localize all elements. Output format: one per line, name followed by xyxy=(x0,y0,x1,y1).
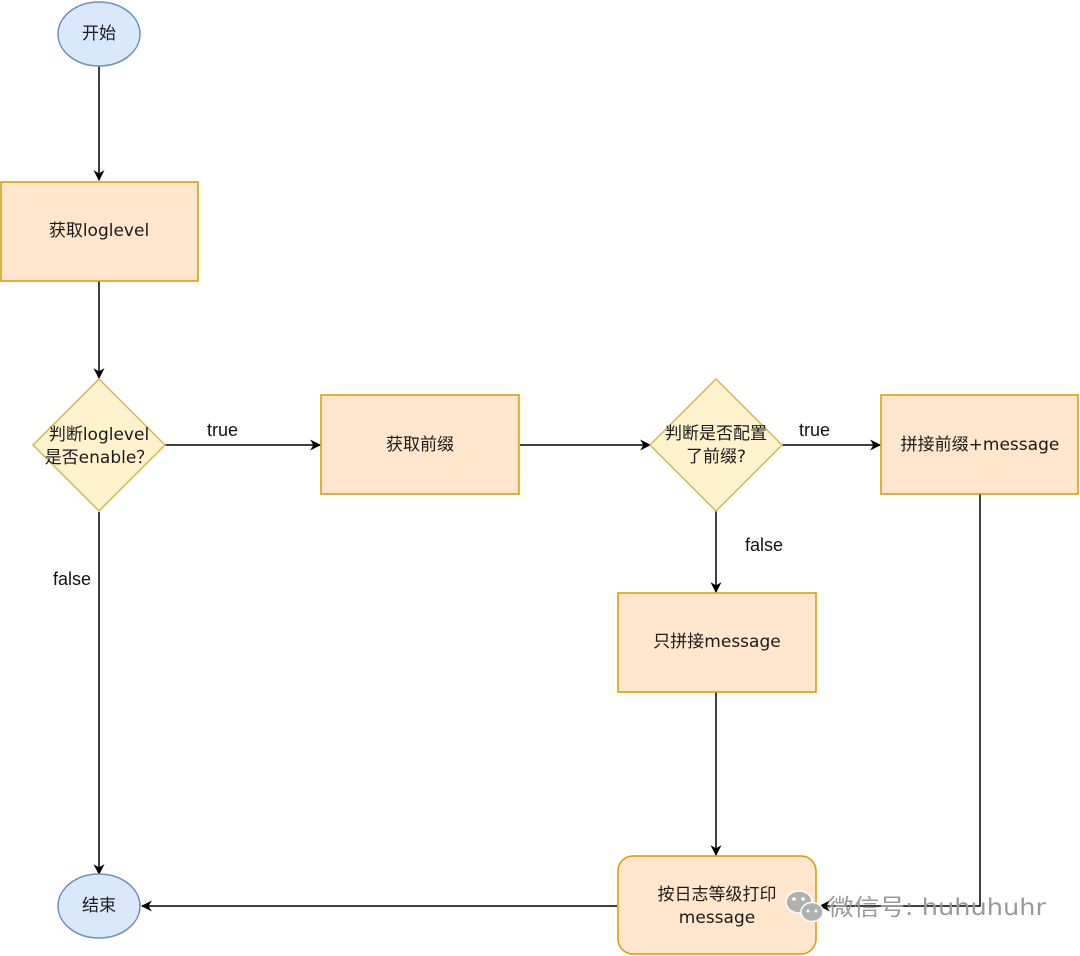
wechat-icon-eyes xyxy=(792,897,818,913)
check-enable-label-line1: 判断loglevel xyxy=(49,425,149,445)
check-prefix-label-line1: 判断是否配置 xyxy=(665,424,767,444)
check-enable-diamond xyxy=(31,377,167,513)
wechat-icon xyxy=(785,890,824,923)
join-prefix-message-box xyxy=(880,394,1079,495)
node-join-prefix-message: 拼接前缀+message xyxy=(880,394,1079,495)
get-loglevel-label: 获取loglevel xyxy=(49,221,149,241)
get-loglevel-box xyxy=(0,181,199,282)
join-prefix-message-label: 拼接前缀+message xyxy=(901,435,1060,455)
watermark: 微信号: huhuhuhr xyxy=(785,890,1047,923)
get-prefix-box xyxy=(320,394,520,495)
edge-label-prefix-true: true xyxy=(799,420,830,440)
edges xyxy=(93,66,981,912)
join-message-only-box xyxy=(617,592,817,693)
node-check-prefix: 判断是否配置 了前缀? xyxy=(648,377,784,513)
node-start: 开始 xyxy=(57,1,141,67)
get-prefix-label: 获取前缀 xyxy=(386,435,454,455)
print-by-level-label-line1: 按日志等级打印 xyxy=(658,885,777,905)
check-enable-label-line2: 是否enable？ xyxy=(45,448,154,468)
edge-label-enable-true: true xyxy=(207,420,238,440)
edge-join-prefix-to-print xyxy=(818,494,981,912)
node-join-message-only: 只拼接message xyxy=(617,592,817,693)
end-label: 结束 xyxy=(82,896,116,916)
start-label: 开始 xyxy=(82,24,116,44)
node-get-prefix: 获取前缀 xyxy=(320,394,520,495)
node-check-enable: 判断loglevel 是否enable？ xyxy=(31,377,167,513)
node-print-by-level: 按日志等级打印 message xyxy=(617,855,817,955)
node-end: 结束 xyxy=(57,873,141,939)
print-by-level-label-line2: message xyxy=(679,908,755,928)
edge-label-enable-false: false xyxy=(53,569,91,589)
join-message-only-label: 只拼接message xyxy=(653,632,780,652)
node-get-loglevel: 获取loglevel xyxy=(0,181,199,282)
check-prefix-diamond xyxy=(648,377,784,513)
end-ellipse xyxy=(57,873,141,939)
watermark-text: 微信号: huhuhuhr xyxy=(828,895,1047,921)
start-ellipse xyxy=(57,1,141,67)
check-prefix-label-line2: 了前缀? xyxy=(686,447,746,467)
edge-label-prefix-false: false xyxy=(745,535,783,555)
